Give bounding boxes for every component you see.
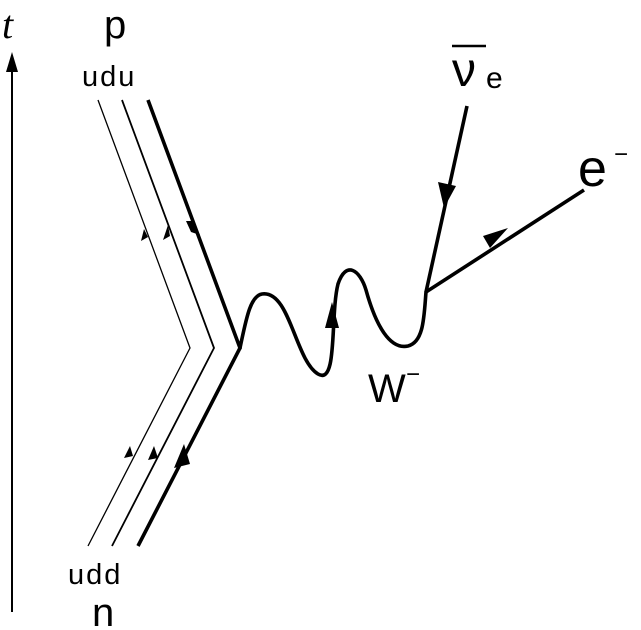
electron-symbol: e	[578, 140, 607, 198]
boson-charge: −	[406, 361, 420, 388]
antineutrino-subscript: e	[486, 62, 503, 95]
arrow-icon	[483, 228, 508, 248]
time-axis: t	[2, 2, 18, 612]
electron-charge: −	[614, 141, 628, 168]
arrow-icon	[174, 444, 190, 468]
time-axis-label: t	[2, 2, 14, 47]
arrow-icon	[141, 229, 148, 241]
boson-label: W −	[368, 361, 420, 411]
final-quarks-label: udu	[82, 61, 136, 93]
lepton-lines	[424, 105, 585, 294]
quark-line-active	[136, 99, 242, 547]
initial-quarks-label: udd	[68, 559, 122, 591]
quark-lines	[87, 99, 242, 547]
w-boson-line	[238, 268, 428, 378]
initial-particle-label: n	[92, 591, 114, 630]
boson-symbol: W	[368, 367, 406, 411]
antineutrino-symbol: ν	[452, 44, 476, 97]
arrow-icon	[124, 446, 133, 458]
arrow-icon	[438, 182, 456, 208]
quark-arrows	[124, 221, 200, 468]
electron-line	[425, 188, 585, 294]
arrow-icon	[186, 221, 200, 235]
arrow-icon	[148, 446, 158, 460]
electron-label: e −	[578, 140, 628, 198]
final-particle-label: p	[104, 3, 126, 47]
quark-line-u-spectator-1	[87, 99, 191, 547]
arrow-icon	[325, 302, 339, 328]
arrow-icon	[163, 225, 170, 240]
antineutrino-label: ν e	[452, 44, 503, 97]
quark-line-d-spectator	[111, 99, 215, 547]
time-axis-arrowhead	[6, 52, 18, 72]
